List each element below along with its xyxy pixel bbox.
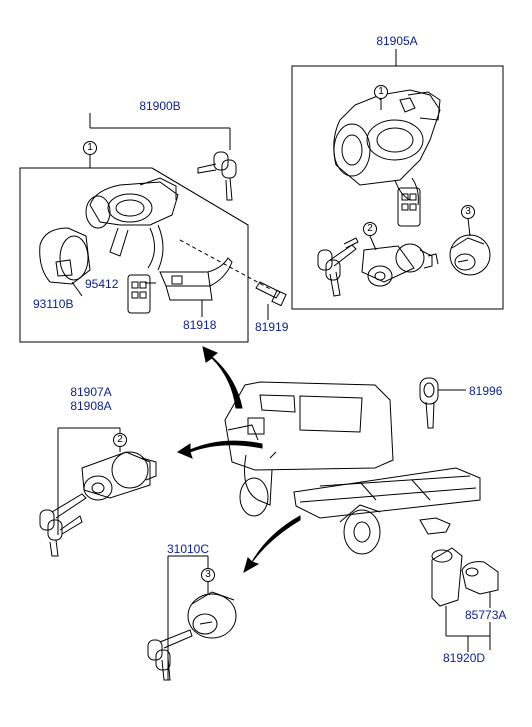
part-label-81996: 81996 bbox=[469, 384, 503, 398]
part-label-95412: 95412 bbox=[85, 277, 119, 291]
part-label-31010C: 31010C bbox=[166, 542, 210, 556]
callout-2-right: 2 bbox=[363, 222, 377, 236]
part-label-81920D: 81920D bbox=[443, 651, 486, 665]
ignition-switch-right bbox=[333, 89, 441, 227]
key-set-left-top bbox=[197, 151, 237, 201]
bolt-81919 bbox=[255, 281, 287, 307]
bracket-81918 bbox=[159, 257, 233, 301]
part-label-81905A: 81905A bbox=[376, 34, 418, 48]
door-lock-cylinder-right bbox=[361, 243, 439, 287]
callout-1-left: 1 bbox=[83, 141, 97, 155]
key-set-door bbox=[39, 493, 87, 557]
callout-3-fuel: 3 bbox=[201, 568, 215, 582]
part-label-85773A: 85773A bbox=[465, 608, 507, 622]
kit-box-81905A bbox=[291, 65, 504, 310]
part-label-81900B: 81900B bbox=[139, 99, 181, 113]
callout-2-door: 2 bbox=[113, 433, 127, 447]
callout-3-right: 3 bbox=[461, 205, 475, 219]
fuel-lock-cylinder-31010C bbox=[187, 580, 237, 639]
lock-cap-85773A bbox=[461, 561, 499, 595]
truck-illustration bbox=[224, 381, 481, 555]
callout-1-right: 1 bbox=[374, 85, 388, 99]
switch-cover-93110B bbox=[39, 227, 91, 285]
part-label-81907A: 81907A bbox=[70, 385, 112, 399]
fuel-lock-cylinder-right bbox=[449, 234, 491, 276]
lock-body-81920D bbox=[431, 547, 463, 607]
part-label-81919: 81919 bbox=[255, 320, 289, 334]
part-label-81908A: 81908A bbox=[70, 399, 112, 413]
part-label-81918: 81918 bbox=[183, 318, 217, 332]
kit-box-81900B bbox=[19, 167, 249, 343]
key-set-right bbox=[317, 237, 359, 297]
ignition-switch-left bbox=[85, 177, 179, 314]
key-set-fuel bbox=[147, 629, 193, 681]
part-label-93110B: 93110B bbox=[33, 297, 74, 311]
door-lock-cylinder-81908A bbox=[81, 446, 157, 501]
key-81996 bbox=[419, 377, 439, 429]
